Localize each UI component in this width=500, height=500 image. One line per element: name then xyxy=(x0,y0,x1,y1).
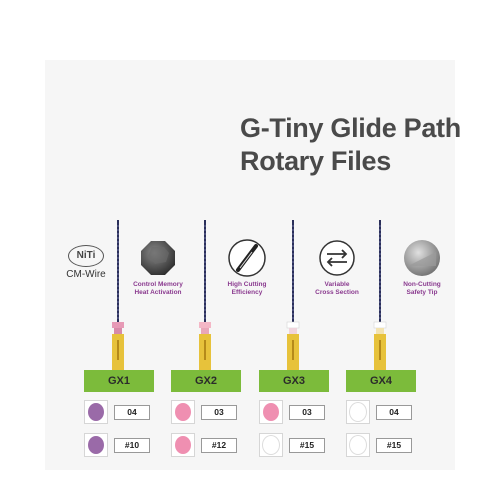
gx3-taper-code: 03 xyxy=(289,405,325,420)
gx3-size-dot xyxy=(262,435,280,455)
feature-cutting: High Cutting Efficiency xyxy=(202,238,292,297)
cone-tip-icon xyxy=(404,240,440,276)
gx3-label: GX3 xyxy=(259,370,329,392)
gx1-size-code: #10 xyxy=(114,438,150,453)
octagon-gem-icon xyxy=(141,241,175,275)
gx1-size-dot xyxy=(88,436,104,454)
gx3-size-chip xyxy=(259,433,283,457)
gx2-size-chip xyxy=(171,433,195,457)
feature-cross-section: Variable Cross Section xyxy=(292,238,382,297)
file-gx1 xyxy=(112,220,124,372)
gx4-ring xyxy=(373,321,387,329)
gx1-size-chip xyxy=(84,433,108,457)
gx3-ring xyxy=(286,321,300,329)
gx2-taper-code: 03 xyxy=(201,405,237,420)
title-line-1: G-Tiny Glide Path xyxy=(240,113,461,143)
material-label: CM-Wire xyxy=(66,269,106,280)
gx4-size-dot xyxy=(349,435,367,455)
feature-label-4: Non-Cutting Safety Tip xyxy=(403,281,441,296)
gx4-taper-dot xyxy=(349,402,367,422)
feature-safety-tip: Non-Cutting Safety Tip xyxy=(377,238,467,297)
gx3-size-code: #15 xyxy=(289,438,325,453)
gx1-taper-chip xyxy=(84,400,108,424)
gx1-taper-code: 04 xyxy=(114,405,150,420)
gx4-size-chip xyxy=(346,433,370,457)
gx4-size-code: #15 xyxy=(376,438,412,453)
gx2-label: GX2 xyxy=(171,370,241,392)
feature-label-3: Variable Cross Section xyxy=(315,281,359,296)
gx1-label: GX1 xyxy=(84,370,154,392)
gx2-size-code: #12 xyxy=(201,438,237,453)
gx4-taper-code: 04 xyxy=(376,405,412,420)
title-line-2: Rotary Files xyxy=(240,146,391,176)
file-gx2 xyxy=(199,220,211,372)
gx2-ring xyxy=(199,322,211,328)
feature-control-memory: Control Memory Heat Activation xyxy=(113,238,203,297)
feature-label-2: High Cutting Efficiency xyxy=(227,281,267,296)
gx2-taper-chip xyxy=(171,400,195,424)
gx2-size-dot xyxy=(175,436,191,454)
gx1-ring xyxy=(112,322,124,328)
gx4-label: GX4 xyxy=(346,370,416,392)
gx3-taper-dot xyxy=(263,403,279,421)
gx1-taper-dot xyxy=(88,403,104,421)
file-gx4 xyxy=(373,220,387,372)
file-gx3 xyxy=(286,220,300,372)
page-title: G-Tiny Glide Path Rotary Files xyxy=(240,112,461,178)
niti-logo-icon: NiTi xyxy=(68,245,104,267)
gx3-taper-chip xyxy=(259,400,283,424)
feature-label-1: Control Memory Heat Activation xyxy=(133,281,183,296)
cross-section-arrows-icon xyxy=(319,240,355,276)
gx4-taper-chip xyxy=(346,400,370,424)
cutting-helix-icon xyxy=(228,239,266,277)
gx2-taper-dot xyxy=(175,403,191,421)
niti-badge: NiTi CM-Wire xyxy=(56,245,116,280)
